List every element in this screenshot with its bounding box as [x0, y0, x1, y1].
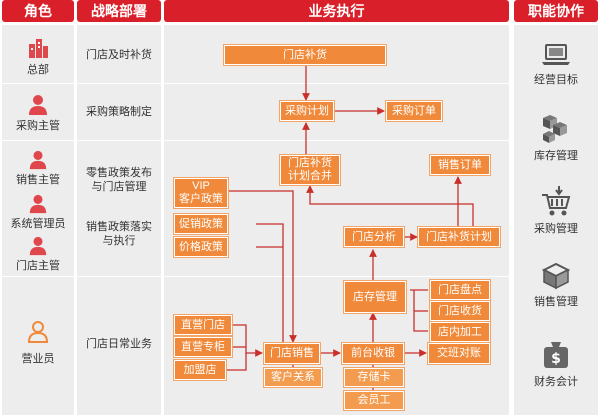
box-franchise-store[interactable]: 加盟店: [174, 360, 226, 380]
svg-text:$: $: [551, 351, 561, 367]
strategy-retail-policy: 零售政策发布 与门店管理: [86, 167, 152, 193]
package-icon: [541, 262, 571, 290]
role-label: 门店主管: [16, 260, 60, 272]
box-store-receiving[interactable]: 门店收货: [430, 301, 490, 321]
box-sales-order[interactable]: 销售订单: [430, 155, 490, 175]
box-store-replenish[interactable]: 门店补货: [224, 45, 386, 65]
box-direct-store[interactable]: 直营门店: [174, 315, 232, 335]
person-icon: [29, 236, 47, 256]
box-staff[interactable]: 会员工: [344, 391, 404, 410]
box-store-inventory-mgmt[interactable]: 店存管理: [344, 281, 406, 313]
header-role: 角色: [2, 0, 74, 22]
header-execution: 业务执行: [164, 0, 509, 22]
strategy-store-replenish: 门店及时补货: [86, 49, 152, 61]
row-divider: [2, 276, 509, 277]
box-direct-counter[interactable]: 直营专柜: [174, 337, 232, 357]
role-system-admin: 系统管理员: [2, 194, 74, 231]
row-divider: [2, 83, 509, 84]
strategy-purchase-policy: 采购策略制定: [86, 106, 152, 118]
function-label: 经营目标: [534, 74, 578, 86]
money-bag-icon: $: [544, 342, 568, 368]
box-customer-relations[interactable]: 客户关系: [264, 368, 322, 387]
role-purchasing-manager: 采购主管: [2, 94, 74, 133]
role-label: 采购主管: [16, 120, 60, 132]
function-inventory-mgmt[interactable]: 库存管理: [514, 112, 598, 163]
person-icon: [29, 194, 47, 214]
role-sales-clerk: 营业员: [2, 320, 74, 366]
role-sales-manager: 销售主管: [2, 150, 74, 187]
box-promo-policy[interactable]: 促销政策: [174, 214, 228, 234]
strategy-column: [77, 25, 161, 415]
role-label: 销售主管: [16, 174, 60, 186]
boxes-icon: [543, 115, 567, 143]
box-store-stocktake[interactable]: 门店盘点: [430, 280, 490, 300]
function-finance[interactable]: $ 财务会计: [514, 340, 598, 389]
box-replenish-merge[interactable]: 门店补货 计划合并: [280, 155, 340, 185]
box-vip-policy[interactable]: VIP 客户政策: [174, 178, 228, 208]
role-label: 系统管理员: [10, 218, 66, 230]
header-strategy: 战略部署: [77, 0, 161, 22]
cart-icon: [542, 186, 571, 216]
strategy-daily-ops: 门店日常业务: [86, 338, 152, 350]
box-store-sales[interactable]: 门店销售: [264, 343, 320, 364]
role-column: [2, 25, 74, 415]
role-label: 总部: [27, 64, 49, 76]
role-hq: 总部: [2, 36, 74, 77]
role-label: 营业员: [21, 353, 55, 365]
box-store-analysis[interactable]: 门店分析: [344, 227, 404, 247]
role-store-manager: 门店主管: [2, 236, 74, 273]
box-purchase-order[interactable]: 采购订单: [386, 101, 442, 121]
function-label: 采购管理: [534, 223, 578, 235]
building-icon: [29, 39, 48, 58]
row-divider: [2, 140, 509, 141]
function-purchasing-mgmt[interactable]: 采购管理: [514, 185, 598, 236]
function-label: 销售管理: [534, 296, 578, 308]
function-label: 财务会计: [534, 376, 578, 388]
box-shift-reconcile[interactable]: 交班对账: [428, 343, 490, 364]
box-replenish-plan[interactable]: 门店补货计划: [418, 227, 500, 247]
person-icon: [29, 95, 47, 115]
person-outline-icon: [27, 321, 49, 343]
box-price-policy[interactable]: 价格政策: [174, 237, 228, 257]
person-icon: [29, 150, 47, 170]
function-label: 库存管理: [534, 150, 578, 162]
function-sales-mgmt[interactable]: 销售管理: [514, 260, 598, 309]
header-functions: 职能协作: [514, 0, 598, 22]
function-business-goals[interactable]: 经营目标: [514, 42, 598, 87]
box-store-processing[interactable]: 店内加工: [430, 322, 490, 342]
laptop-icon: [542, 44, 570, 65]
box-front-cashier[interactable]: 前台收银: [342, 343, 404, 364]
box-purchase-plan[interactable]: 采购计划: [280, 101, 334, 121]
box-stored-value-card[interactable]: 存储卡: [344, 368, 404, 387]
strategy-sales-policy: 销售政策落实 与执行: [86, 221, 152, 247]
